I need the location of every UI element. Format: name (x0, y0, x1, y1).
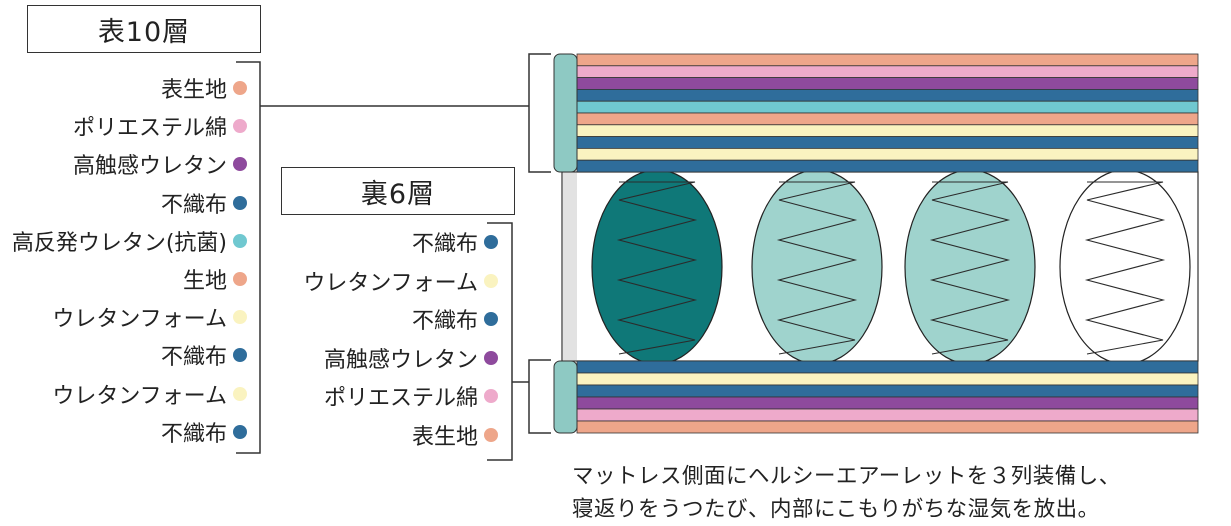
top-layer-stripe (576, 136, 1199, 149)
top-layer-stripe (576, 147, 1199, 161)
top-layers-title: 表10層 (27, 5, 261, 53)
top-layer-legend-item: ポリエステル綿 (73, 107, 247, 145)
layer-label: ポリエステル綿 (72, 116, 227, 142)
pocket-coil (1059, 169, 1191, 365)
top-layer-legend-item: 不織布 (161, 413, 247, 451)
coil-spring (1084, 181, 1166, 355)
pocket-coil (751, 169, 883, 365)
layer-label: 不織布 (160, 192, 227, 218)
bottom-layer-legend-item: ポリエステル綿 (324, 377, 498, 415)
layer-label: ウレタンフォーム (303, 270, 478, 296)
top-stack-bracket (528, 53, 551, 173)
coil-spring (929, 181, 1011, 355)
top-layer-stripe (576, 53, 1199, 67)
layer-color-dot (484, 312, 498, 327)
top-layer-legend-item: 表生地 (161, 69, 247, 107)
layer-label: 高触感ウレタン (323, 347, 478, 373)
coil-spring (616, 181, 698, 355)
top-layer-stripe (576, 65, 1199, 79)
top-layer-stripe (576, 77, 1199, 90)
top-layer-legend-item: 高触感ウレタン (73, 145, 247, 183)
bottom-layer-legend-item: 不織布 (412, 223, 498, 261)
layer-color-dot (233, 386, 247, 401)
layer-color-dot (233, 119, 247, 134)
layer-color-dot (484, 389, 498, 404)
bottom-layer-stripe (576, 372, 1199, 386)
bottom-layers-legend: 不織布ウレタンフォーム不織布高触感ウレタンポリエステル綿表生地 (290, 223, 498, 453)
top-layer-legend-item: 高反発ウレタン(抗菌) (12, 222, 247, 260)
top-layer-legend-item: 不織布 (161, 336, 247, 374)
layer-color-dot (484, 350, 498, 365)
layer-color-dot (233, 195, 247, 210)
bottom-layer-stripe (576, 384, 1199, 398)
top-layer-legend-item: ウレタンフォーム (52, 375, 247, 413)
top-layer-stripe (576, 124, 1199, 138)
coil-spring (776, 181, 858, 355)
bottom-side-panel (553, 360, 578, 434)
layer-label: 高反発ウレタン(抗菌) (11, 230, 227, 256)
layer-color-dot (484, 273, 498, 288)
layer-label: ウレタンフォーム (52, 307, 227, 333)
bottom-layer-legend-item: 表生地 (412, 416, 498, 454)
top-layer-stripe (576, 112, 1199, 126)
layer-color-dot (484, 235, 498, 249)
bottom-layer-legend-item: 不織布 (412, 300, 498, 338)
top-layer-legend-item: 生地 (183, 260, 247, 298)
caption-line-2: 寝返りをうつたび、内部にこもりがちな湿気を放出。 (572, 497, 1100, 522)
caption-line-1: マットレス側面にヘルシーエアーレットを３列装備し、 (572, 464, 1121, 489)
layer-color-dot (233, 272, 247, 286)
bottom-stack-bracket (528, 359, 551, 434)
layer-label: 表生地 (160, 78, 227, 103)
top-layer-legend-item: ウレタンフォーム (52, 298, 247, 336)
layer-label: 不織布 (160, 345, 227, 371)
layer-color-dot (233, 310, 247, 325)
bottom-layer-stripe (576, 408, 1199, 422)
layer-label: ポリエステル綿 (323, 386, 478, 412)
bottom-layer-stripe (576, 360, 1199, 374)
bottom-legend-bracket (487, 222, 513, 461)
coil-section-side-shade (563, 173, 577, 360)
top-layers-legend: 表生地ポリエステル綿高触感ウレタン不織布高反発ウレタン(抗菌)生地ウレタンフォー… (0, 69, 247, 449)
layer-color-dot (233, 81, 247, 95)
layer-color-dot (484, 428, 498, 442)
layer-label: 高触感ウレタン (72, 154, 227, 180)
top-layer-stripe (576, 159, 1199, 173)
top-layer-stripe (576, 89, 1199, 102)
pocket-coil (904, 169, 1036, 365)
layer-label: ウレタンフォーム (52, 383, 227, 409)
bottom-layer-legend-item: ウレタンフォーム (303, 262, 498, 300)
top-layer-legend-item: 不織布 (161, 184, 247, 222)
layer-color-dot (233, 348, 247, 363)
layer-label: 不織布 (160, 421, 227, 447)
layer-label: 表生地 (411, 425, 478, 450)
top-layer-stripe (576, 100, 1199, 114)
layer-label: 生地 (182, 269, 227, 294)
layer-color-dot (233, 157, 247, 172)
top-legend-bracket (236, 61, 261, 454)
pocket-coil (591, 169, 723, 365)
bottom-layer-legend-item: 高触感ウレタン (324, 339, 498, 377)
layer-label: 不織布 (411, 232, 478, 257)
bottom-layers-title: 裏6層 (281, 167, 515, 215)
top-side-panel (553, 53, 578, 173)
layer-color-dot (233, 233, 247, 248)
layer-label: 不織布 (411, 309, 478, 335)
bottom-layer-stripe (576, 420, 1199, 434)
layer-color-dot (233, 424, 247, 439)
bottom-layer-stripe (576, 396, 1199, 410)
